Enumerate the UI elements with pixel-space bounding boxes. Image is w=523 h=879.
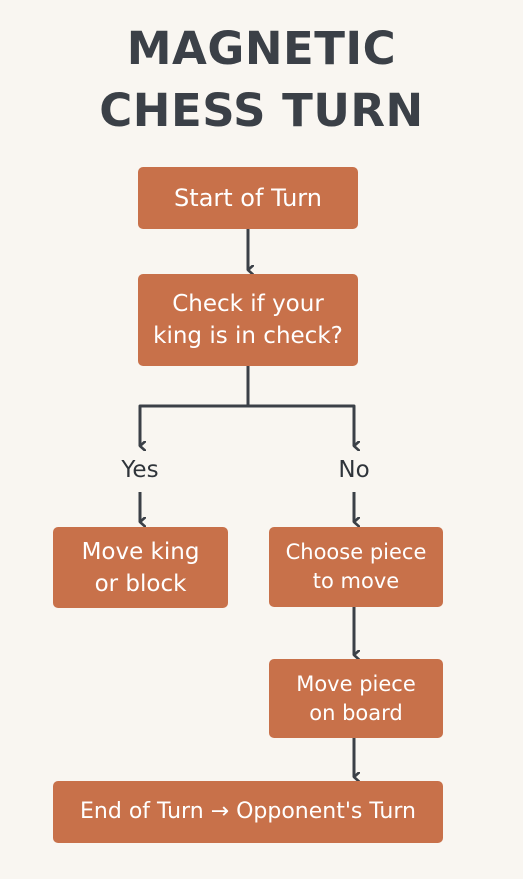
node-move-piece-text: Move piece on board: [296, 671, 416, 725]
node-move-king-text: Move king or block: [81, 538, 200, 597]
node-choose-piece-text: Choose piece to move: [285, 540, 427, 593]
node-move-piece: Move piece on board: [269, 659, 443, 738]
node-start-text: Start of Turn: [174, 184, 322, 212]
diagram-title: MAGNETIC CHESS TURN: [0, 18, 523, 142]
node-end-of-turn: End of Turn → Opponent's Turn: [53, 781, 443, 843]
node-check-text: Check if your king is in check?: [153, 291, 343, 349]
branch-label-no: No: [338, 457, 370, 483]
node-choose-piece: Choose piece to move: [269, 527, 443, 607]
node-check-king: Check if your king is in check?: [138, 274, 358, 366]
line-split-horizontal: [138, 404, 356, 444]
title-line-2: CHESS TURN: [99, 84, 424, 137]
node-move-king: Move king or block: [53, 527, 228, 608]
node-end-text: End of Turn → Opponent's Turn: [80, 799, 416, 824]
node-start-of-turn: Start of Turn: [138, 167, 358, 229]
title-line-1: MAGNETIC: [126, 22, 397, 75]
branch-label-yes: Yes: [121, 457, 159, 483]
